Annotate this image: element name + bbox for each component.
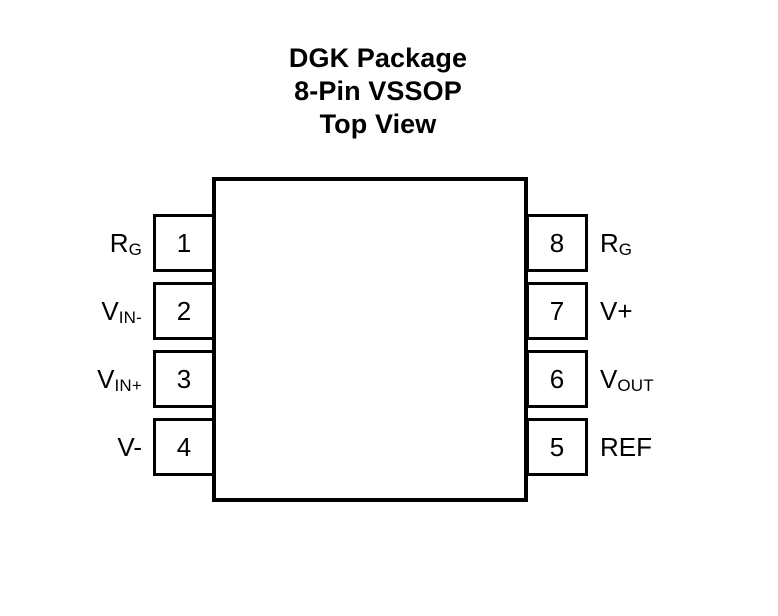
pin-pad-2: 2 [153,282,215,340]
pin-label-6-base: V [600,364,618,394]
pin-number-2: 2 [176,296,192,326]
pin-pad-1: 1 [153,214,215,272]
pin-label-6-subscript: OUT [617,375,654,395]
pin-label-4-base: V- [117,432,142,462]
title-line-view: Top View [319,109,437,139]
pin-number-5: 5 [549,432,565,462]
pin-label-2-subscript: IN- [118,307,142,327]
pin-label-8-base: R [600,228,619,258]
package-body-outline [212,177,528,502]
pin-label-3-subscript: IN+ [114,375,142,395]
pin-label-5: REF [600,418,760,476]
pin-label-1-base: R [109,228,129,258]
pin-number-3: 3 [176,364,192,394]
pin-label-2-base: V [101,296,119,326]
pin-label-1-subscript: G [128,239,142,259]
pin-label-7-base: V+ [600,296,633,326]
pin-pad-4: 4 [153,418,215,476]
pin-pad-3: 3 [153,350,215,408]
pin-label-4: V- [20,418,142,476]
pin-number-7: 7 [549,296,565,326]
pin-label-7: V+ [600,282,760,340]
diagram-title: DGK Package 8-Pin VSSOP Top View [0,42,756,141]
pin-number-1: 1 [176,228,192,258]
pin-label-5-base: REF [600,432,652,462]
pin-label-8-subscript: G [618,239,633,259]
pin-number-4: 4 [176,432,192,462]
pin-pad-7: 7 [526,282,588,340]
title-line-package: DGK Package [288,43,468,73]
pin-pad-8: 8 [526,214,588,272]
pin-number-6: 6 [549,364,565,394]
pin-pad-5: 5 [526,418,588,476]
pin-number-8: 8 [549,228,565,258]
pin-label-3-base: V [97,364,115,394]
title-line-pin-count: 8-Pin VSSOP [294,76,462,106]
pin-pad-6: 6 [526,350,588,408]
